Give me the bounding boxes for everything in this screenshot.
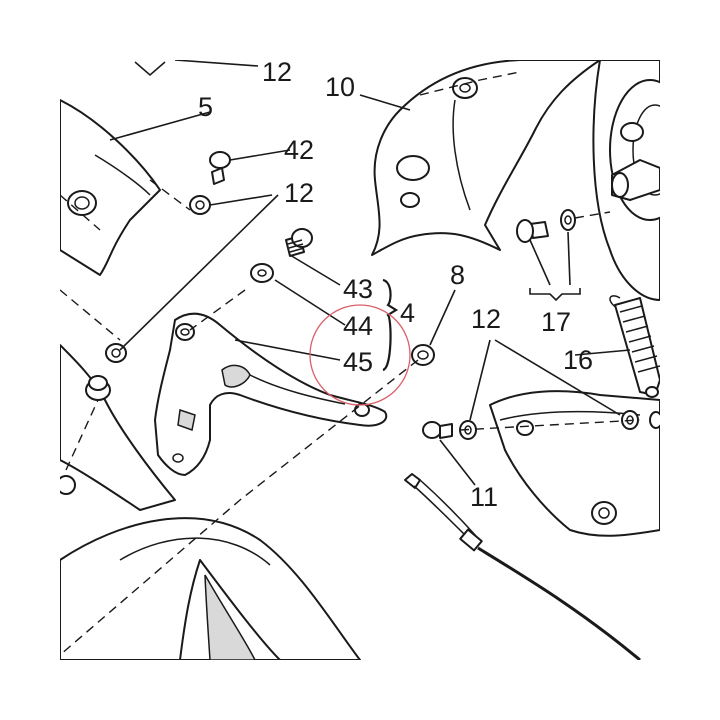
screw-and-washer-part-17 (516, 209, 611, 243)
screw-part-42 (209, 151, 231, 185)
screw-part-43 (285, 228, 313, 257)
callout-5: 5 (198, 92, 214, 122)
callout-16: 16 (563, 345, 594, 375)
screw-part-11 (422, 421, 453, 439)
callout-11: 11 (470, 482, 499, 512)
callout-10: 10 (325, 72, 356, 102)
bracket-part-5 (60, 99, 161, 276)
callout-12-left: 12 (284, 178, 315, 208)
callout-4: 4 (400, 298, 416, 328)
cover-part-10 (371, 60, 601, 256)
left-lower-frame (60, 343, 176, 511)
callout-43: 43 (343, 274, 374, 304)
frame-lower-part (60, 517, 361, 660)
callout-12-top: 12 (262, 57, 293, 87)
cable (404, 473, 641, 660)
bracket-part-4 (154, 312, 388, 476)
callout-12-right: 12 (471, 304, 502, 334)
callout-17: 17 (541, 307, 572, 337)
washer-part-44 (250, 263, 274, 283)
callout-8: 8 (450, 260, 466, 290)
leader-lines (109, 94, 631, 486)
highlight-circle (309, 304, 411, 406)
callout-44: 44 (343, 311, 374, 341)
assembly-guide-lines (60, 71, 641, 656)
cylinder-housing (592, 60, 660, 301)
spring-part-16 (609, 295, 660, 398)
callout-45: 45 (343, 347, 374, 377)
washer-part-12 (189, 195, 211, 215)
top-left-fragment (134, 60, 259, 76)
heel-guard-plate (489, 390, 660, 537)
callout-42: 42 (284, 135, 315, 165)
